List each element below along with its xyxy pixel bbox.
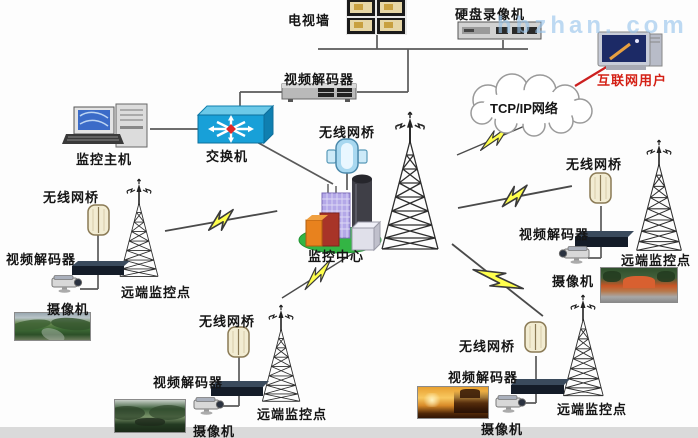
bottom-center-bridge-label: 无线网桥 xyxy=(199,314,256,329)
bottom-right-site-photo xyxy=(417,386,489,419)
tower-bottom-right xyxy=(562,318,604,397)
tower-center xyxy=(381,140,439,250)
right-bridge-device xyxy=(589,172,612,204)
tower-right-antenna xyxy=(646,139,672,167)
headend-bus-line xyxy=(239,33,528,110)
left-bridge-device xyxy=(87,204,110,236)
bottom-right-decoder-label: 视频解码器 xyxy=(448,370,519,385)
host-computer xyxy=(62,103,148,148)
left-decoder-device xyxy=(72,261,130,275)
monitor-center-buildings xyxy=(298,174,382,254)
tower-left xyxy=(119,202,159,277)
bottom-right-decoder-device xyxy=(511,379,570,394)
right-decoder-label: 视频解码器 xyxy=(519,227,590,242)
wireless-link-bottom-right xyxy=(445,234,551,325)
wireless-link-left xyxy=(162,199,280,241)
bottom-right-bridge-label: 无线网桥 xyxy=(459,339,516,354)
center-bridge-device xyxy=(326,138,368,174)
left-camera xyxy=(51,275,83,294)
bottom-gray-bar xyxy=(0,427,698,438)
tcpip-cloud xyxy=(470,73,593,137)
internet-user-label: 互联网用户 xyxy=(597,73,668,88)
right-decoder-device xyxy=(575,231,634,247)
bottom-center-bridge-device xyxy=(227,326,250,358)
bottom-center-decoder-label: 视频解码器 xyxy=(153,375,224,390)
wireless-link-right xyxy=(455,174,575,219)
left-decoder-label: 视频解码器 xyxy=(6,252,77,267)
bottom-right-site-label: 远端监控点 xyxy=(557,402,628,417)
switch-device xyxy=(196,104,275,145)
bottom-right-camera xyxy=(495,395,527,414)
monitor-center-label: 监控中心 xyxy=(308,249,365,264)
bottom-center-site-photo xyxy=(114,399,186,433)
center-bridge-label: 无线网桥 xyxy=(319,125,376,140)
right-camera xyxy=(558,246,590,265)
right-site-label: 远端监控点 xyxy=(621,253,692,268)
tower-bottom-center xyxy=(261,328,301,402)
left-site-photo xyxy=(14,312,91,341)
tower-left-antenna xyxy=(126,178,152,206)
dvr-label: 硬盘录像机 xyxy=(455,7,526,22)
bottom-center-camera-label: 摄像机 xyxy=(193,424,236,438)
left-bridge-label: 无线网桥 xyxy=(43,190,100,205)
tower-bottom-right-antenna xyxy=(570,294,596,322)
left-camera-label: 摄像机 xyxy=(47,302,90,317)
decoder-top-label: 视频解码器 xyxy=(284,72,355,87)
host-label: 监控主机 xyxy=(76,152,133,167)
dvr-device xyxy=(457,21,542,40)
bottom-center-site-label: 远端监控点 xyxy=(257,407,328,422)
internet-user-pc xyxy=(597,31,663,70)
bottom-center-camera xyxy=(193,397,225,416)
tower-bottom-center-antenna xyxy=(268,304,294,332)
right-bridge-label: 无线网桥 xyxy=(566,157,623,172)
watermark-text: hbzhan. com xyxy=(497,12,688,39)
right-site-photo xyxy=(600,267,678,303)
bottom-center-decoder-device xyxy=(211,381,269,396)
right-camera-label: 摄像机 xyxy=(552,274,595,289)
switch-label: 交换机 xyxy=(206,149,249,164)
decoder-device-top xyxy=(281,83,357,102)
bottom-right-camera-label: 摄像机 xyxy=(481,422,524,437)
bottom-right-bridge-device xyxy=(524,321,547,353)
cloud-label: TCP/IP网络 xyxy=(490,101,558,116)
switch-center-line xyxy=(254,140,334,185)
tower-right xyxy=(636,163,682,251)
tv-wall xyxy=(346,0,407,35)
left-site-label: 远端监控点 xyxy=(121,285,192,300)
tv-wall-label: 电视墙 xyxy=(288,13,331,28)
tower-center-antenna xyxy=(394,111,426,145)
